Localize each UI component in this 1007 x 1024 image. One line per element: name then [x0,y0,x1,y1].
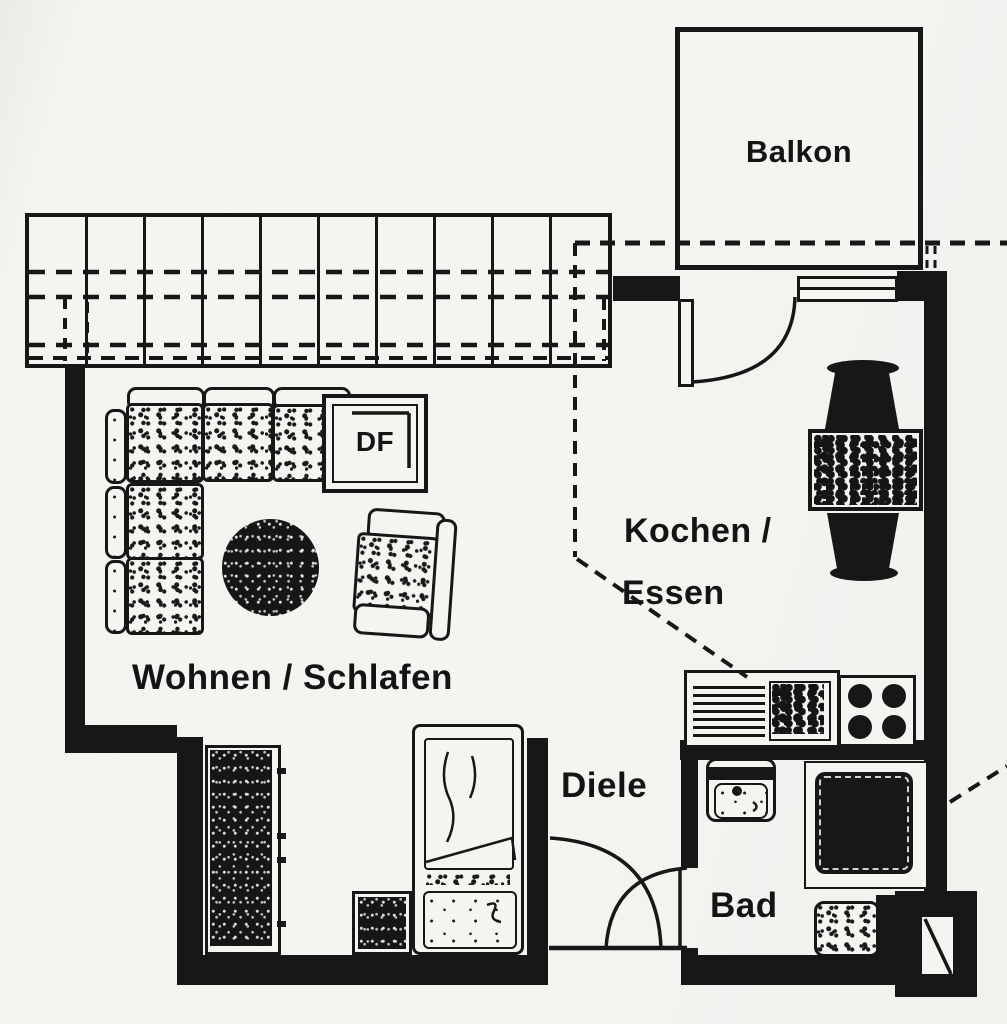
sofa-armrest [105,409,127,484]
roof-window-divider [375,217,378,364]
dining-chair [827,513,899,569]
washbasin-faucet-ledge [709,767,773,780]
burner [848,684,872,708]
kitchen-label-line2: Essen [622,574,725,612]
wall-left [65,364,85,727]
sofa-armrest [105,486,127,559]
dining-table-top [814,435,917,505]
living-label: Wohnen / Schlafen [132,658,453,697]
washbasin-bowl [714,783,768,819]
hall-label: Diele [561,766,648,805]
wall-balcony-door-jamb [613,276,680,301]
wardrobe-hinge [277,768,286,774]
wall-top-right-corner [897,271,947,301]
sofa-armrest [105,560,127,634]
toilet [814,901,880,957]
wardrobe-fill [210,750,272,946]
bath-door-arc [604,866,688,949]
burner [882,715,906,739]
sofa-seat [202,403,274,482]
entry-door-arc [549,836,663,949]
roof-window-df-label: DF [355,426,395,457]
washbasin [706,758,776,822]
roof-window-divider [433,217,436,364]
kitchen-sink-unit [684,670,840,748]
shaft-symbol [922,917,953,974]
balcony-door-arc [691,296,797,384]
balcony-door-leaf [678,299,694,387]
dining-chair [825,371,899,429]
coffee-table [222,519,319,616]
bed-blanket [424,738,514,870]
roof-window-divider [491,217,494,364]
roof-window-divider [317,217,320,364]
sofa-seat [126,483,204,560]
wardrobe-hinge [277,833,286,839]
roof-window-df: DF [322,394,428,493]
chimney-block [895,891,977,997]
wardrobe-hinge [277,857,286,863]
stove [838,675,916,747]
roof-window-divider [201,217,204,364]
stool-fill [358,897,406,949]
roof-slope-dashed-line-right [948,764,1007,804]
window-pane-line [800,287,895,290]
wall-step-vertical [177,737,203,962]
wall-bottom-living [177,955,548,985]
burner [882,684,906,708]
bed [412,724,524,955]
kitchen-label-line1: Kochen / [624,512,772,550]
sofa-seat [126,403,204,483]
sink-drainboard [693,681,765,737]
wall-bath-left [681,758,698,868]
roof-window-divider [85,217,88,364]
roof-window-divider [549,217,552,364]
sink-basin [769,681,831,741]
shower [804,761,928,889]
wardrobe-hinge [277,921,286,927]
roof-window-divider [259,217,262,364]
armchair [348,503,458,642]
sink-basin-fill [772,684,824,734]
wall-step-horizontal [65,725,177,753]
bath-label: Bad [710,886,778,925]
wall-living-hall [527,738,548,985]
bed-pillow [423,891,517,949]
roof-window-divider [143,217,146,364]
roof-window-band [25,213,612,368]
sofa-seat [126,557,204,635]
balcony-outline: Balkon [675,27,923,270]
kitchen-window [797,276,898,302]
wall-bottom-bath [681,955,907,985]
wardrobe [205,745,281,955]
wall-right [924,299,947,895]
roof-window-df-inner: DF [332,404,418,483]
dining-table [808,429,923,511]
toilet-cistern [876,895,902,959]
armchair-front-cushion [352,602,431,640]
bed-blanket-edge [426,873,510,885]
dining-chair-back [830,565,898,581]
shower-tray [815,772,913,874]
burner [848,715,872,739]
stool [352,891,412,955]
balcony-label: Balkon [745,134,853,169]
